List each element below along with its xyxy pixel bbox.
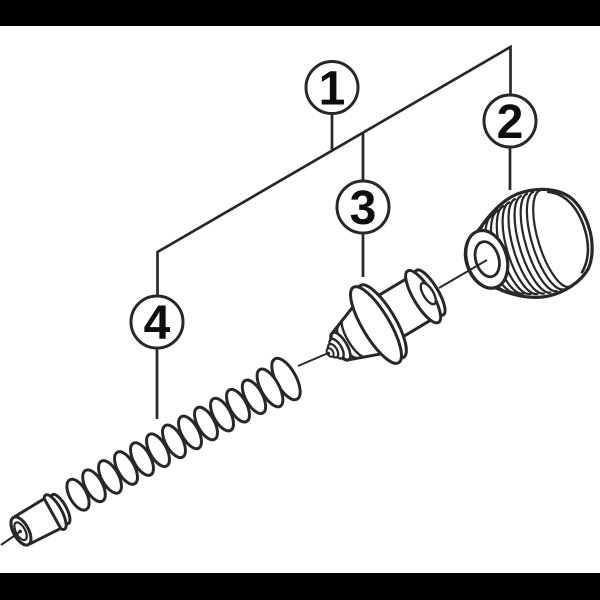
callout-2-circle: [482, 93, 538, 149]
callout-1-label: 1: [319, 63, 346, 116]
thread-line: [525, 190, 565, 291]
callouts: 1 2 3 4: [129, 60, 538, 350]
thread-line: [507, 197, 546, 295]
inner-cable-line: [438, 259, 488, 289]
inner-cable-lines: [0, 259, 488, 546]
cap-threads: [473, 189, 571, 296]
bottom-letterbox-bar: [0, 573, 600, 600]
adjuster-flange-front: [349, 285, 403, 365]
callout-4: 4: [129, 294, 185, 350]
cable-ferrule: [9, 492, 72, 547]
callout-3-circle: [335, 179, 391, 235]
adjuster-barrel-body: [370, 278, 432, 342]
inner-cable-line: [297, 351, 330, 367]
thread-line: [484, 213, 518, 294]
thread-line: [532, 189, 571, 289]
callout-3: 3: [335, 179, 391, 235]
leader-bracket-polyline: [156, 44, 512, 296]
top-letterbox-bar: [0, 0, 600, 26]
callout-2: 2: [482, 93, 538, 149]
callout-4-label: 4: [144, 297, 171, 350]
adjuster-cone-contour-line: [340, 317, 367, 359]
inner-cable-line: [0, 531, 20, 546]
callout-2-label: 2: [497, 96, 524, 149]
callout-1-circle: [304, 60, 360, 115]
callout-3-label: 3: [350, 182, 377, 235]
part-2-threaded-cap-drawing: [463, 187, 594, 299]
part-4-spring-drawing: [9, 356, 302, 547]
thread-line: [519, 192, 558, 293]
ferrule-cable-hole: [18, 529, 22, 534]
callout-4-circle: [129, 294, 185, 350]
thread-line: [501, 200, 539, 296]
cap-dome-contour-line: [546, 190, 590, 274]
spring-coil: [65, 477, 91, 512]
adjuster-collar-opening: [419, 281, 438, 306]
thread-line: [513, 194, 552, 294]
part-3-adjuster-drawing: [325, 268, 447, 365]
leader-lines: [155, 44, 512, 419]
cap-mouth-hole: [473, 240, 501, 279]
callout-1: 1: [304, 60, 360, 116]
